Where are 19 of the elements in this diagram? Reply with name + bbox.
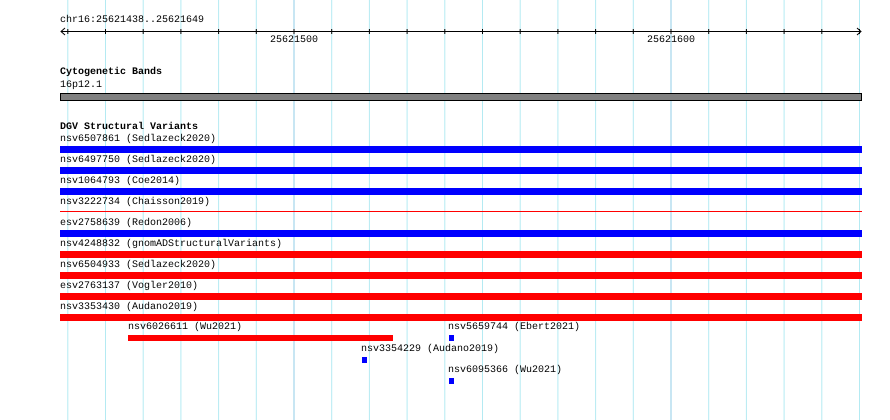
track-title: DGV Structural Variants: [60, 122, 198, 134]
feature-label: nsv3353430 (Audano2019): [60, 302, 198, 314]
track-title: Cytogenetic Bands: [60, 67, 162, 79]
feature-label: nsv6095366 (Wu2021): [448, 365, 562, 377]
feature-label: nsv1064793 (Coe2014): [60, 176, 180, 188]
feature-label: nsv6504933 (Sedlazeck2020): [60, 260, 216, 272]
feature-label: 16p12.1: [60, 80, 102, 92]
feature-label: nsv5659744 (Ebert2021): [448, 322, 580, 334]
feature-label: nsv4248832 (gnomADStructuralVariants): [60, 239, 282, 251]
tick-label: 25621600: [647, 35, 696, 47]
position-range: chr16:25621438..25621649: [60, 15, 204, 27]
feature-label: nsv6497750 (Sedlazeck2020): [60, 155, 216, 167]
tick-label: 25621500: [270, 35, 318, 47]
feature-label: nsv6026611 (Wu2021): [128, 322, 242, 334]
feature-label: nsv3222734 (Chaisson2019): [60, 197, 210, 209]
feature-label: esv2763137 (Vogler2010): [60, 281, 198, 293]
feature-label: nsv6507861 (Sedlazeck2020): [60, 134, 216, 146]
feature-label: esv2758639 (Redon2006): [60, 218, 192, 230]
feature-label: nsv3354229 (Audano2019): [361, 344, 500, 356]
